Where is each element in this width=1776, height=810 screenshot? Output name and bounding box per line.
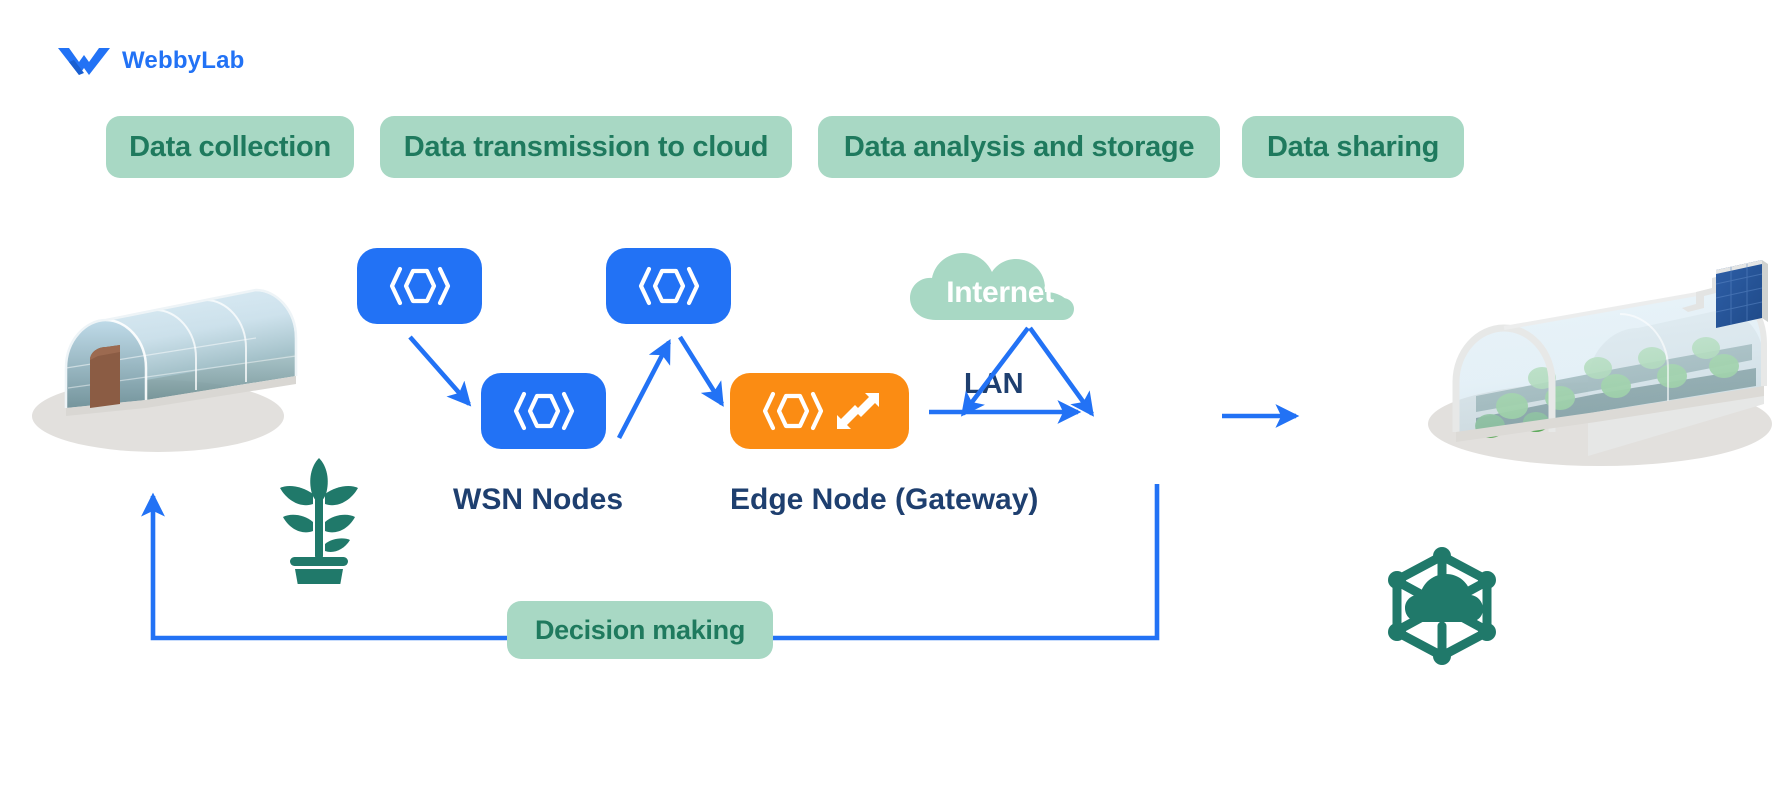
bidirectional-exchange-icon: [836, 393, 879, 429]
wsn-node-tile-2[interactable]: [481, 373, 606, 449]
arrow-wsn2-to-wsn3: [616, 339, 672, 440]
sensor-node-icon: [762, 391, 823, 431]
internet-cloud[interactable]: Internet: [908, 250, 1092, 322]
edge-node-label: Edge Node (Gateway): [730, 483, 1039, 516]
stage-badge-data-sharing[interactable]: Data sharing: [1242, 116, 1464, 178]
brand-name: WebbyLab: [122, 47, 245, 74]
arrow-internet-downlink-right: [1028, 326, 1094, 417]
edge-node-tile[interactable]: [730, 373, 909, 449]
stage-badge-data-transmission[interactable]: Data transmission to cloud: [380, 116, 792, 178]
wsn-node-tile-1[interactable]: [357, 248, 482, 324]
brand-logo[interactable]: WebbyLab: [56, 44, 245, 78]
arrow-wsn1-to-wsn2: [408, 335, 472, 407]
sensor-node-icon: [389, 266, 450, 306]
cloud-shape-icon: [910, 253, 1074, 320]
stage-badge-data-collection[interactable]: Data collection: [106, 116, 354, 178]
greenhouse-with-plants-and-solar-panel-illustration: [1428, 260, 1772, 466]
decision-making-badge[interactable]: Decision making: [507, 601, 773, 659]
potted-plant-icon: [280, 458, 358, 584]
sensor-node-icon: [513, 391, 574, 431]
internet-label: Internet: [946, 276, 1054, 309]
iot-cloud-network-icon: [1388, 547, 1496, 665]
greenhouse-empty-illustration: [32, 288, 298, 452]
wsn-node-tile-3[interactable]: [606, 248, 731, 324]
webbylab-w-logo-icon: [58, 48, 110, 75]
lan-label: LAN: [964, 368, 1024, 400]
arrow-wsn3-to-edge: [678, 335, 724, 407]
wsn-nodes-label: WSN Nodes: [453, 483, 624, 516]
sensor-node-icon: [638, 266, 699, 306]
stage-badge-data-analysis[interactable]: Data analysis and storage: [818, 116, 1220, 178]
